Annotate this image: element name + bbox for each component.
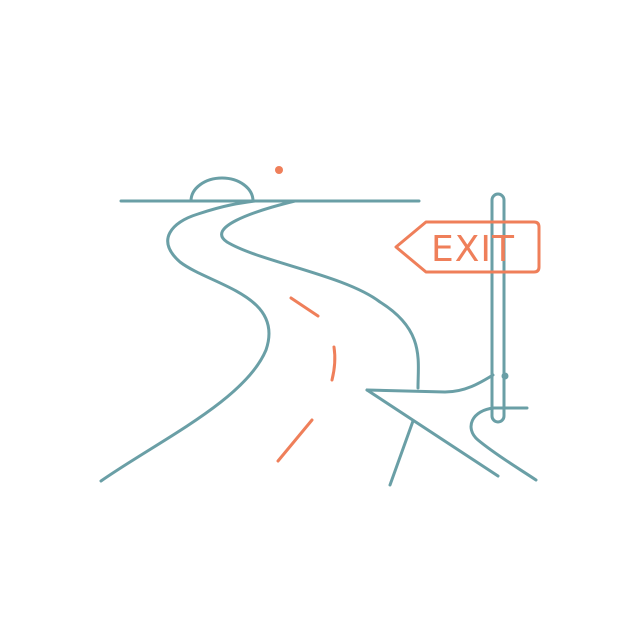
exit-arrow-sign-icon: EXIT bbox=[394, 220, 541, 274]
exit-sign-board bbox=[394, 220, 541, 274]
sign-post bbox=[490, 192, 506, 424]
ramp-branch-line bbox=[365, 388, 500, 478]
star-dot bbox=[275, 166, 283, 174]
lane-dash-1 bbox=[289, 296, 320, 318]
road-right-edge bbox=[220, 199, 420, 390]
exit-sign-text: EXIT bbox=[431, 229, 515, 270]
setting-sun-icon bbox=[189, 176, 255, 203]
lane-dash-3 bbox=[276, 418, 314, 463]
ramp-exit-curve bbox=[469, 406, 538, 482]
ramp-lower-line bbox=[388, 419, 415, 487]
ramp-upper-line bbox=[365, 373, 495, 394]
lane-dash-2 bbox=[330, 345, 337, 382]
road-left-edge bbox=[99, 199, 271, 483]
